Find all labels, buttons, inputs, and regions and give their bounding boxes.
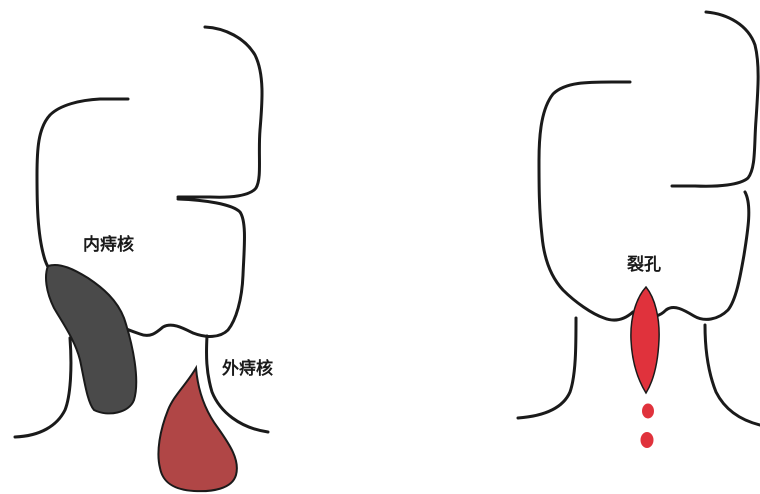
fissure-shape — [631, 287, 659, 393]
internal-hemorrhoid-label: 内痔核 — [83, 234, 134, 255]
internal-hemorrhoid-shape — [46, 265, 136, 413]
blood-drop-upper — [642, 404, 654, 419]
external-hemorrhoid-label: 外痔核 — [222, 358, 273, 379]
blood-drop-lower — [641, 432, 654, 448]
right-panel: 裂孔 — [518, 12, 760, 448]
left-panel: 内痔核 外痔核 — [15, 27, 273, 491]
external-hemorrhoid-shape — [158, 368, 236, 491]
fissure-label: 裂孔 — [626, 254, 661, 275]
